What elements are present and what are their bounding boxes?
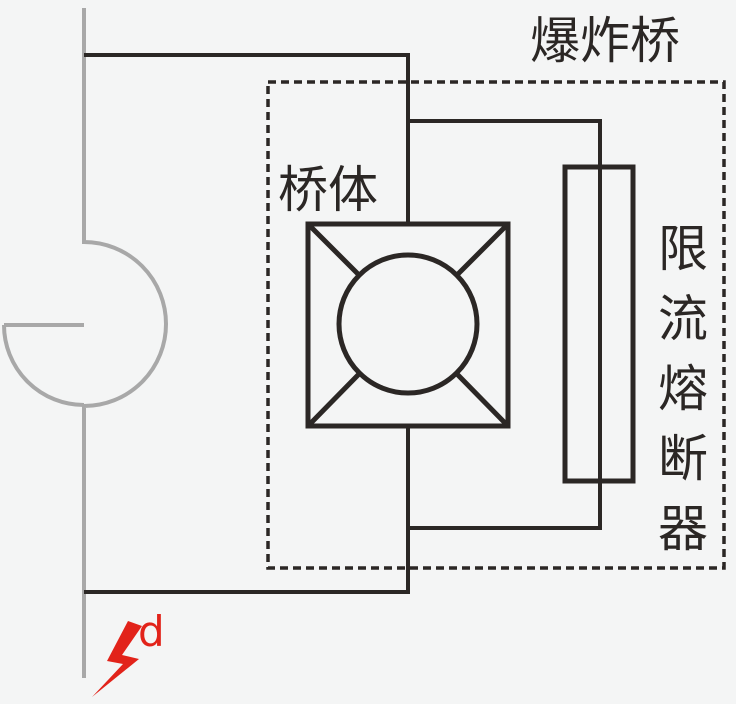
bridge-diagonal-bottom-right bbox=[455, 372, 510, 428]
gray-contact-arc bbox=[2, 323, 85, 407]
gray-main-line bbox=[82, 8, 168, 678]
detonator-bridge-label: 爆炸桥 bbox=[530, 12, 680, 70]
bridge-diagonal-bottom-left bbox=[306, 372, 361, 428]
fuse-label-char-5: 器 bbox=[658, 500, 708, 558]
bridge-diagonal-top-right bbox=[455, 222, 510, 277]
bridge-body-label: 桥体 bbox=[278, 161, 378, 219]
fuse-label-char-4: 断 bbox=[658, 430, 708, 488]
detonator-bridge-boundary bbox=[266, 80, 726, 570]
top-wire bbox=[84, 53, 410, 224]
fuse-rectangle bbox=[562, 164, 636, 484]
fuse-label-char-3: 熔 bbox=[658, 360, 708, 418]
fuse-label-char-2: 流 bbox=[658, 290, 708, 348]
lightning-bolt-icon bbox=[92, 621, 142, 697]
fuse-label-char-1: 限 bbox=[658, 220, 708, 278]
bridge-diagonal-top-left bbox=[306, 222, 361, 277]
fuse-branch-wire bbox=[408, 119, 602, 530]
bridge-body-circle bbox=[336, 252, 480, 396]
bottom-wire bbox=[84, 428, 410, 594]
bridge-body-square bbox=[305, 221, 511, 429]
fault-symbol-letter: d bbox=[138, 607, 165, 656]
